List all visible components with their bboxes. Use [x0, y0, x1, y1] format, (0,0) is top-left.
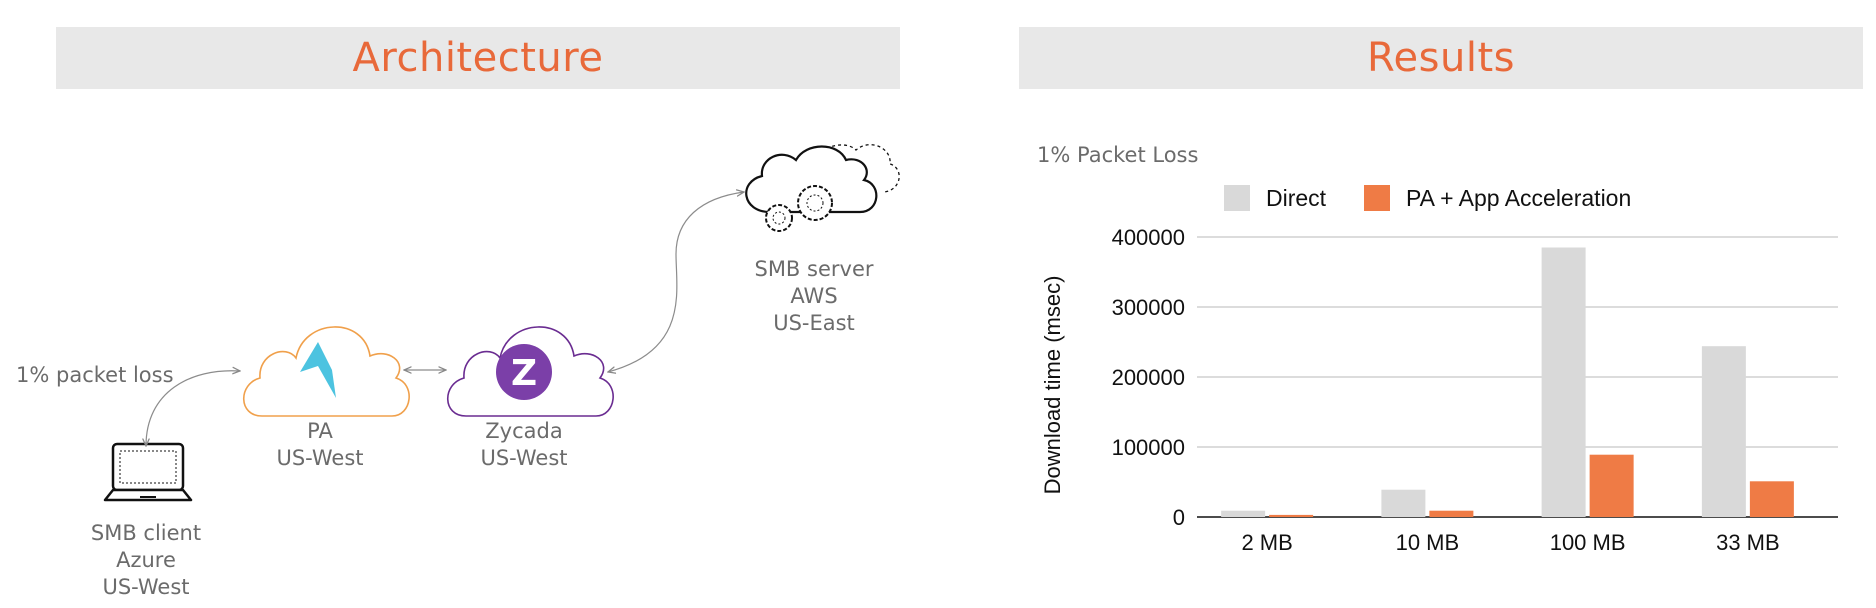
laptop-icon — [103, 442, 193, 502]
pa-label: PA US-West — [276, 419, 364, 470]
bar-pa-0 — [1269, 514, 1314, 517]
gear-icon — [797, 185, 833, 221]
zycada-logo-icon: Z — [496, 344, 552, 400]
chart-subtitle: 1% Packet Loss — [1037, 143, 1199, 167]
packet-loss-label: 1% packet loss — [16, 363, 174, 387]
legend-swatch-1 — [1364, 185, 1390, 211]
y-tick-label: 200000 — [1112, 365, 1185, 390]
y-tick-label: 0 — [1173, 505, 1185, 530]
smb-client-label: SMB client Azure US-West — [90, 521, 202, 599]
y-axis-label: Download time (msec) — [1040, 276, 1065, 495]
pa-cloud-icon — [243, 326, 410, 417]
architecture-title: Architecture — [352, 35, 604, 81]
architecture-header: Architecture — [56, 27, 900, 89]
legend-label-0: Direct — [1266, 185, 1327, 211]
bar-direct-0 — [1221, 510, 1266, 517]
y-tick-label: 300000 — [1112, 295, 1185, 320]
legend-label-1: PA + App Acceleration — [1406, 185, 1631, 211]
zycada-server-connector — [608, 192, 744, 372]
x-tick-label: 33 MB — [1716, 530, 1780, 555]
results-title: Results — [1367, 35, 1515, 81]
server-cloud-gears-icon — [745, 144, 900, 232]
svg-text:Z: Z — [511, 353, 537, 394]
bar-pa-2 — [1589, 454, 1634, 517]
y-tick-label: 100000 — [1112, 435, 1185, 460]
bar-pa-3 — [1749, 481, 1794, 517]
pa-logo-icon — [300, 342, 336, 398]
x-tick-label: 10 MB — [1396, 530, 1460, 555]
client-pa-connector — [146, 371, 240, 446]
bar-direct-2 — [1541, 247, 1586, 517]
zycada-label: Zycada US-West — [480, 419, 568, 470]
gear-small-icon — [765, 204, 793, 232]
bar-pa-1 — [1429, 510, 1474, 517]
y-tick-label: 400000 — [1112, 225, 1185, 250]
x-tick-label: 2 MB — [1241, 530, 1292, 555]
smb-server-label: SMB server AWS US-East — [754, 257, 874, 335]
x-tick-label: 100 MB — [1550, 530, 1626, 555]
results-header: Results — [1019, 27, 1863, 89]
bar-direct-1 — [1381, 489, 1426, 517]
legend-swatch-0 — [1224, 185, 1250, 211]
bar-direct-3 — [1701, 346, 1746, 517]
zycada-cloud-icon: Z — [447, 326, 614, 417]
